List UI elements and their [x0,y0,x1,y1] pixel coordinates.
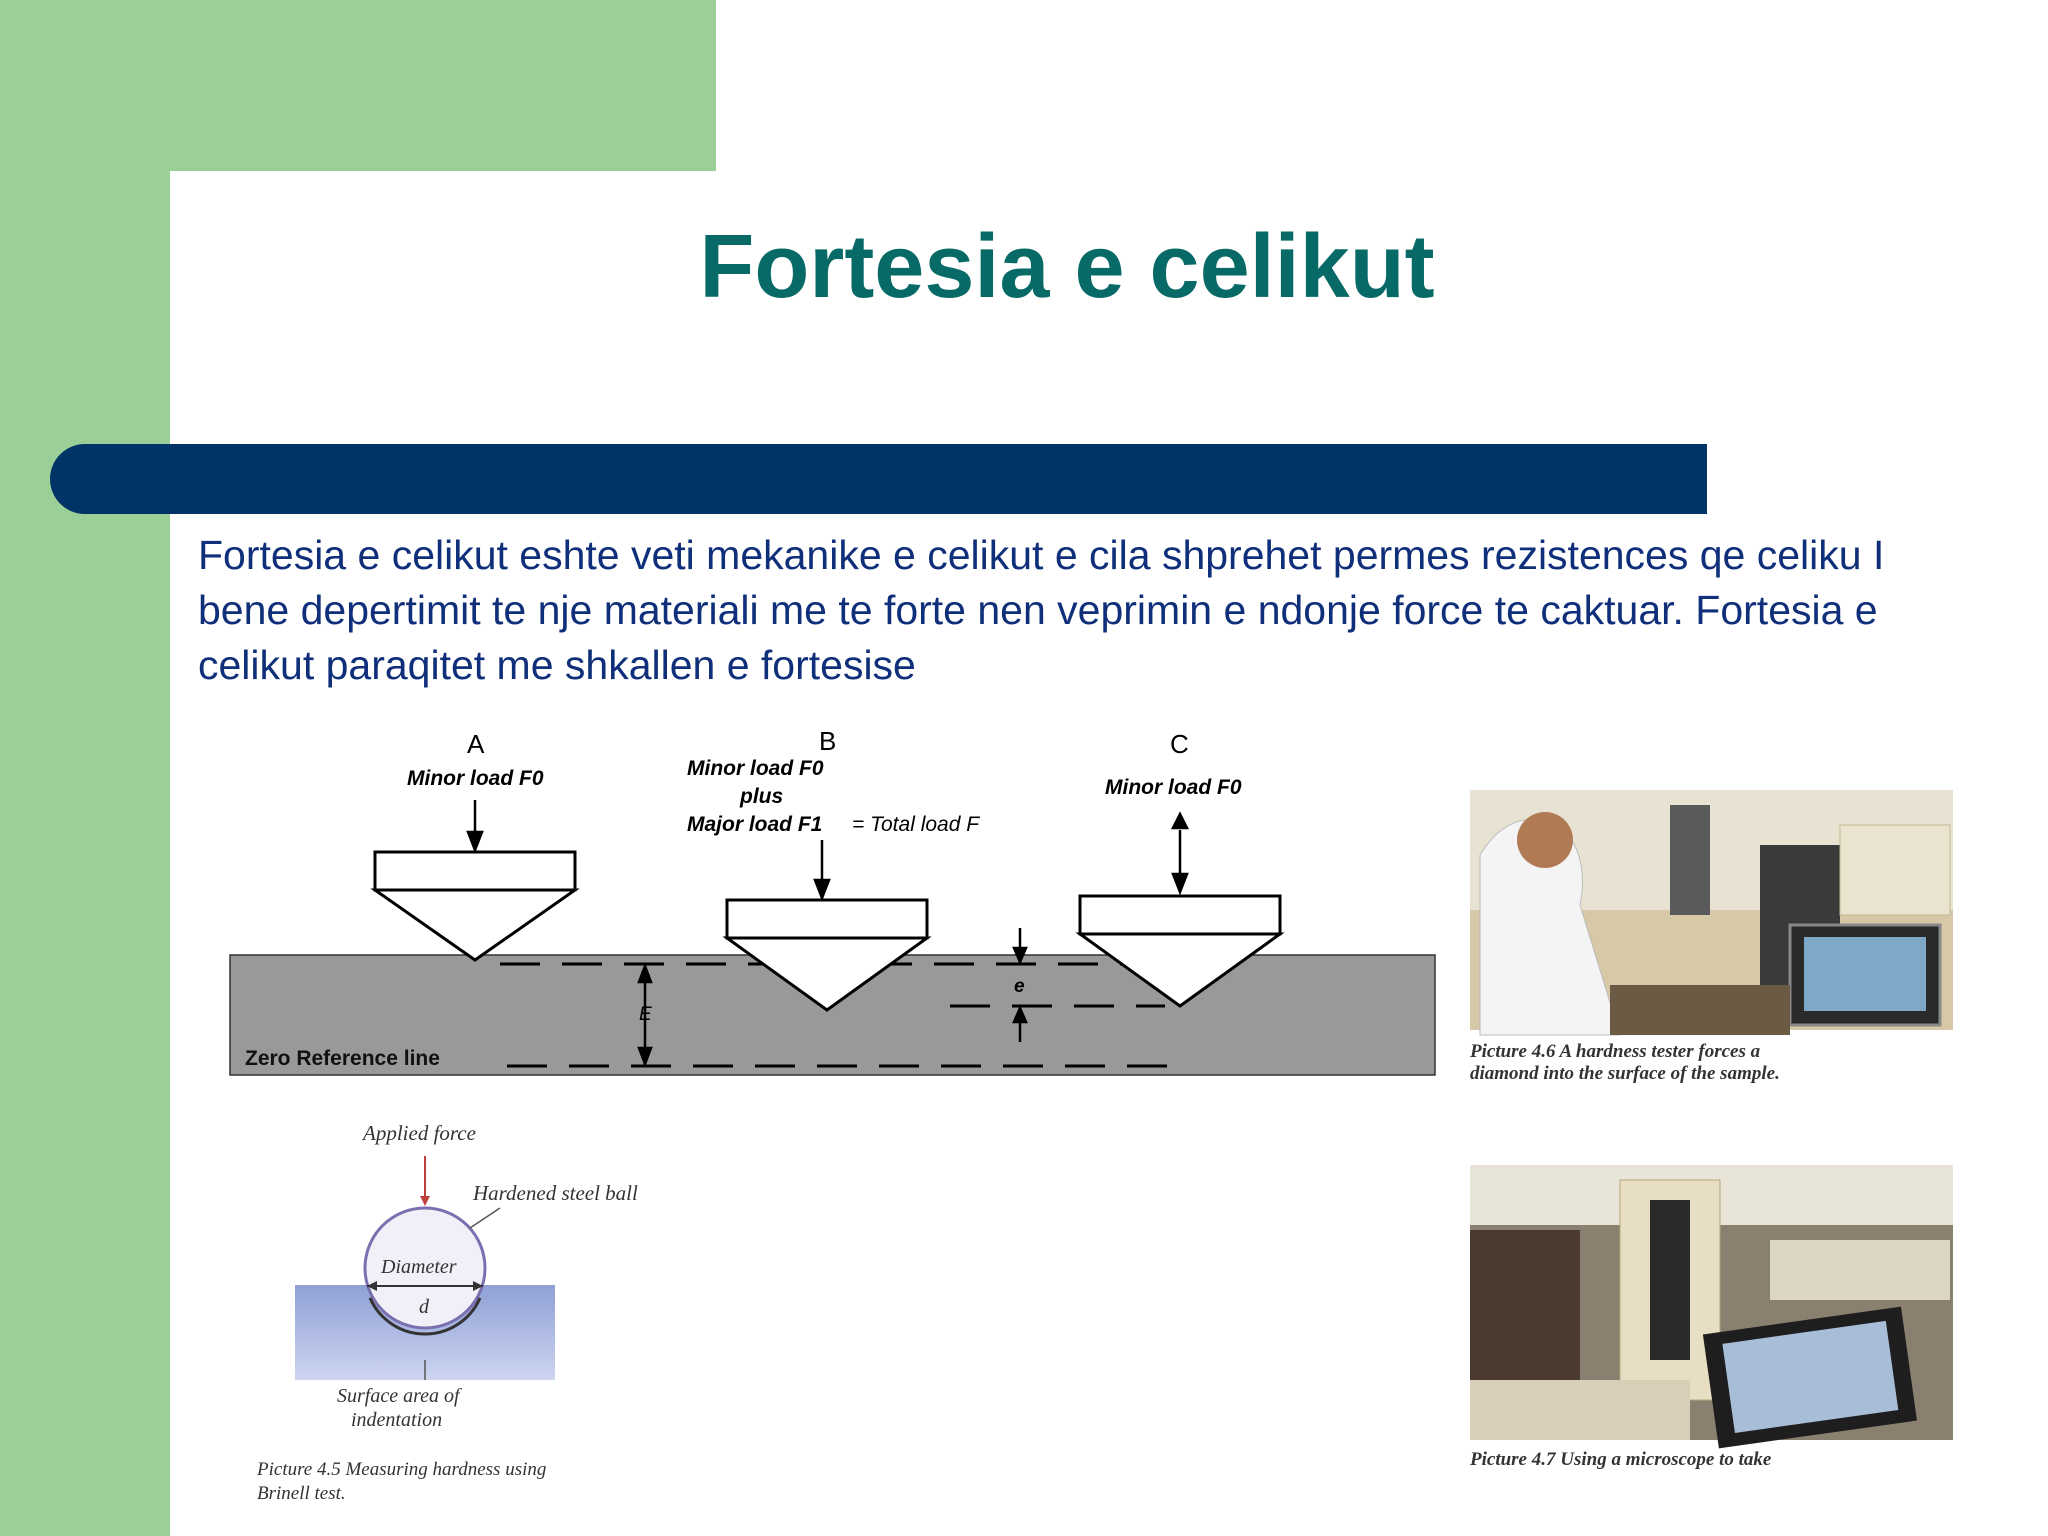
zero-reference-label: Zero Reference line [245,1047,440,1070]
hardness-tester-photo: Picture 4.6 A hardness tester forces a d… [1470,785,1990,1085]
slide-title: Fortesia e celikut [699,217,1435,317]
label-c: C [1170,729,1189,759]
steel-ball [363,1206,487,1330]
label-b-total-load: = Total load F [852,813,980,836]
indenter-a [370,850,580,962]
green-sidebar [0,0,170,1536]
label-b: B [819,726,836,756]
label-b-plus: plus [739,785,783,808]
brinell-diagram: Applied force Hardened steel ball Diamet… [255,1110,695,1510]
applied-force-label: Applied force [361,1121,476,1145]
indentation-label: indentation [351,1409,442,1431]
tester-caption-line1: Picture 4.6 A hardness tester forces a [1470,1041,1761,1062]
diameter-label: Diameter [380,1256,457,1278]
d-label: d [419,1296,430,1318]
indenter-c [1075,894,1285,1008]
label-depth-E: E [639,1004,652,1025]
technician-head [1517,812,1573,868]
surface-area-label: Surface area of [337,1385,462,1407]
label-c-load: Minor load F0 [1105,776,1242,799]
rockwell-diagram: A Minor load F0 B Minor load F0 plus Maj… [225,720,1440,1080]
label-b-major-load: Major load F1 [687,813,822,836]
microscope-caption-line1: Picture 4.7 Using a microscope to take [1470,1449,1772,1470]
microscope-photo: Picture 4.7 Using a microscope to take [1470,1160,1990,1480]
label-a-load: Minor load F0 [407,767,544,790]
brinell-caption-line1: Picture 4.5 Measuring hardness using [256,1459,546,1480]
label-a: A [467,729,485,759]
indenter-b [722,898,932,1012]
brinell-caption-line2: Brinell test. [257,1483,346,1504]
tester-caption-line2: diamond into the surface of the sample. [1470,1063,1780,1084]
title-divider-bar [50,444,1707,514]
slide-body-text: Fortesia e celikut eshte veti mekanike e… [198,532,1885,688]
label-depth-e: e [1014,976,1025,997]
green-top-band [0,0,716,171]
label-b-minor-load: Minor load F0 [687,757,824,780]
steel-ball-label: Hardened steel ball [472,1181,638,1205]
